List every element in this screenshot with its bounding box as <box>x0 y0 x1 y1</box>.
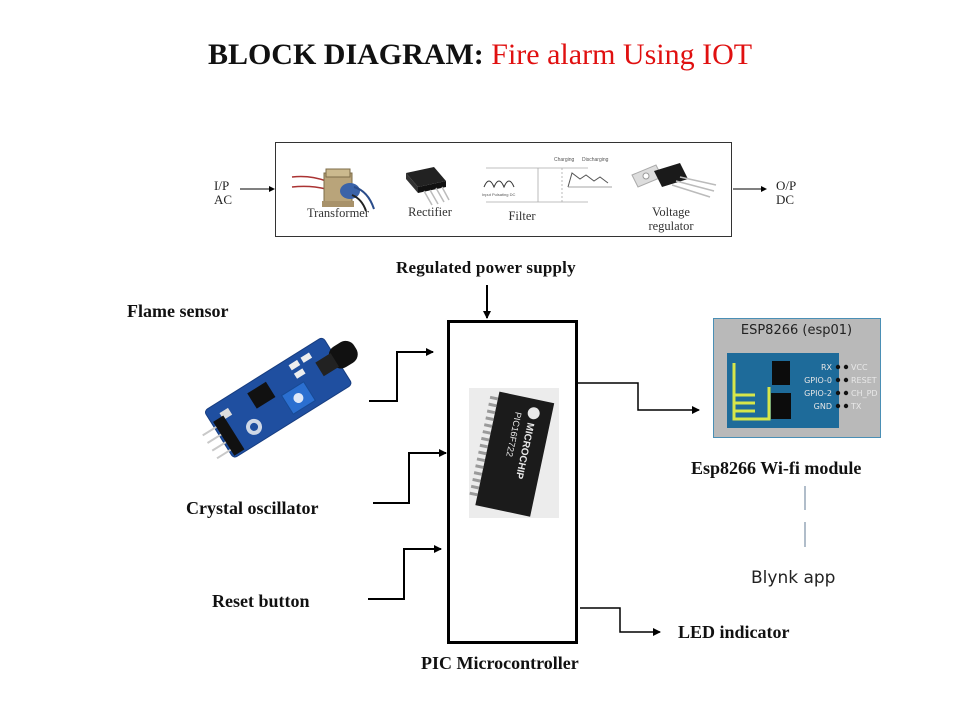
stage-rectifier-label: Rectifier <box>408 205 452 219</box>
microchip-ic-icon: MICROCHIP PIC16F722 <box>469 391 555 517</box>
pin-gnd: GND <box>813 402 832 411</box>
reset-button-wire <box>368 545 442 600</box>
esp8266-wifi-label: Esp8266 Wi-fi module <box>691 458 862 478</box>
blynk-app-label: Blynk app <box>751 568 836 588</box>
output-dc-label: O/P DC <box>776 179 796 207</box>
crystal-oscillator-wire <box>373 449 447 504</box>
crystal-oscillator-label: Crystal oscillator <box>186 498 319 518</box>
output-label-line1: O/P <box>776 178 797 193</box>
esp-pins-left: RX GPIO-0 GPIO-2 GND <box>790 361 832 413</box>
bridge-rectifier-icon <box>406 167 450 206</box>
pin-tx: TX <box>851 402 862 411</box>
stage-transformer-label: Transformer <box>306 206 370 220</box>
pin-gpio2: GPIO-2 <box>804 389 832 398</box>
pic-to-esp-wire <box>578 382 700 414</box>
filter-waveform-icon: Charging Discharging Input Pulsating DC <box>482 157 612 203</box>
regulator-label-line2: regulator <box>648 219 694 233</box>
reset-button-label: Reset button <box>212 591 310 611</box>
regulator-label-line1: Voltage <box>652 205 690 219</box>
power-supply-block: Transformer Rectifier Charging Dischargi… <box>275 142 732 237</box>
input-label-line2: AC <box>214 192 233 207</box>
esp8266-pcb <box>727 353 839 428</box>
pic-to-led-wire <box>580 607 661 636</box>
wifi-antenna-trace-icon <box>732 363 771 421</box>
title-prefix: BLOCK DIAGRAM: <box>207 38 484 71</box>
esp-pins-right: VCC RESET CH_PD TX <box>851 361 878 413</box>
flame-sensor-label: Flame sensor <box>127 301 229 321</box>
transformer-icon <box>291 168 375 212</box>
input-ac-label: I/P AC <box>214 179 232 207</box>
led-indicator-label: LED indicator <box>678 622 790 642</box>
pin-vcc: VCC <box>851 363 868 372</box>
pin-rx: RX <box>820 363 832 372</box>
pic-chip-photo: MICROCHIP PIC16F722 <box>469 388 559 518</box>
filter-charging-label: Charging <box>554 157 575 163</box>
diagram-title: BLOCK DIAGRAM: Fire alarm Using IOT <box>0 38 960 72</box>
esp8266-board-image: ESP8266 (esp01) RX GPIO-0 GPIO-2 GND VCC… <box>713 318 881 438</box>
regulated-power-supply-label: Regulated power supply <box>396 258 576 277</box>
esp8266-board-title: ESP8266 (esp01) <box>740 323 853 338</box>
flame-sensor-module-icon <box>202 337 358 460</box>
esp-chip-2 <box>771 393 791 419</box>
input-label-line1: I/P <box>214 178 230 193</box>
pin-reset: RESET <box>851 376 877 385</box>
pic-microcontroller-label: PIC Microcontroller <box>421 653 579 673</box>
title-suffix: Fire alarm Using IOT <box>491 38 753 71</box>
stage-filter-label: Filter <box>508 209 536 223</box>
filter-discharging-label: Discharging <box>582 157 609 163</box>
voltage-regulator-icon <box>631 163 717 198</box>
pin-gpio0: GPIO-0 <box>804 376 832 385</box>
flame-sensor-wire <box>369 348 434 402</box>
filter-input-label: Input Pulsating DC <box>482 192 515 197</box>
stage-regulator-label: Voltage regulator <box>636 205 706 233</box>
output-label-line2: DC <box>776 192 795 207</box>
esp-pin-header <box>835 364 849 409</box>
pin-ch-pd: CH_PD <box>851 389 878 398</box>
esp-chip-1 <box>772 361 790 385</box>
